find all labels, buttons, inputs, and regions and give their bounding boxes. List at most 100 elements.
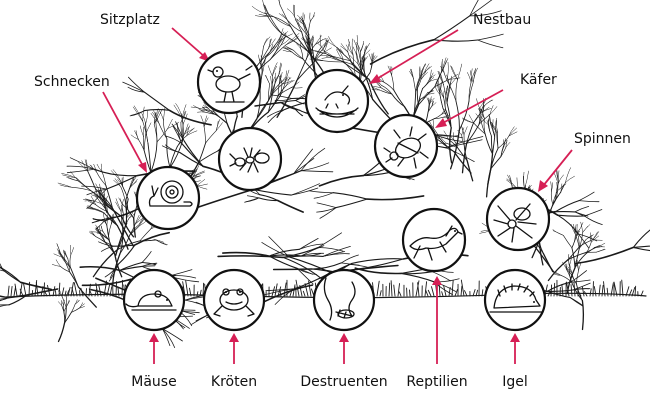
- grass-blade: [74, 283, 77, 296]
- branch: [245, 198, 259, 202]
- branch: [478, 40, 503, 48]
- circle-kroeten: [204, 270, 264, 330]
- label-sitzplatz: Sitzplatz: [100, 12, 160, 28]
- grass-blade: [394, 285, 395, 296]
- branch: [341, 255, 358, 263]
- branch: [447, 62, 448, 80]
- arrow-sitzplatz: [172, 28, 210, 62]
- branch: [558, 171, 559, 183]
- circle-kaefer: [375, 115, 437, 177]
- branch: [71, 247, 74, 255]
- branch: [151, 142, 157, 172]
- branch: [123, 177, 124, 186]
- branch: [336, 199, 367, 208]
- branch: [320, 176, 364, 186]
- circle-nestbau: [306, 70, 368, 132]
- branch: [493, 137, 495, 154]
- grass-blade: [607, 288, 608, 296]
- branch: [123, 82, 145, 92]
- branch: [458, 64, 462, 80]
- grass-blade: [24, 284, 26, 296]
- branch: [348, 52, 353, 65]
- branch: [274, 269, 312, 270]
- branch: [56, 260, 60, 267]
- branch: [501, 146, 504, 157]
- branch: [191, 107, 201, 109]
- branch: [67, 301, 70, 306]
- branch: [422, 64, 426, 71]
- branch: [268, 66, 272, 77]
- circle-maeuse: [124, 270, 184, 330]
- branch: [184, 141, 203, 166]
- branch: [413, 78, 415, 91]
- branch: [543, 254, 552, 272]
- branch: [144, 134, 146, 150]
- circle-sitzplatz: [198, 51, 260, 113]
- branch: [328, 36, 336, 47]
- grass-blade: [398, 284, 400, 296]
- branch: [297, 62, 314, 80]
- label-kaefer: Käfer: [520, 72, 557, 88]
- branch: [280, 5, 291, 27]
- grass-blade: [554, 283, 555, 296]
- branch: [278, 201, 304, 213]
- branch: [282, 14, 289, 21]
- branch: [59, 323, 65, 342]
- branch: [156, 240, 168, 245]
- grass-blade: [399, 292, 401, 296]
- circle-reptilien: [403, 209, 465, 271]
- branch: [333, 193, 367, 199]
- branch: [142, 251, 151, 262]
- branch: [135, 233, 169, 245]
- grass-blade: [11, 286, 12, 296]
- branch: [434, 16, 470, 40]
- branch: [168, 119, 173, 128]
- branch: [143, 107, 145, 121]
- branch: [371, 40, 434, 64]
- circle-igel: [485, 270, 545, 330]
- branch: [142, 266, 155, 267]
- branch: [296, 101, 305, 105]
- branch: [392, 94, 404, 106]
- branch: [279, 14, 289, 22]
- branch: [182, 144, 203, 167]
- branch: [201, 116, 204, 127]
- branch: [579, 192, 594, 201]
- branch: [281, 101, 296, 103]
- grass-blade: [425, 282, 427, 296]
- grass-blade: [53, 287, 55, 296]
- branch: [62, 297, 66, 308]
- branch: [265, 5, 270, 17]
- label-destruenten: Destruenten: [300, 374, 387, 390]
- grass-blade: [465, 291, 467, 296]
- branch: [116, 202, 122, 212]
- branch: [247, 196, 258, 198]
- branch: [134, 206, 137, 218]
- grass-blade: [449, 288, 450, 296]
- branch: [583, 225, 590, 233]
- branch: [264, 37, 270, 46]
- branch: [145, 92, 170, 110]
- branch: [291, 27, 309, 52]
- branch: [309, 191, 333, 193]
- branch: [633, 221, 650, 248]
- branch: [310, 13, 311, 22]
- branch: [318, 233, 342, 248]
- branch: [299, 238, 318, 249]
- branch: [317, 203, 336, 208]
- grass-blade: [602, 285, 603, 296]
- branch: [558, 175, 564, 184]
- branch: [170, 141, 183, 168]
- branch: [579, 201, 599, 202]
- branch: [204, 127, 206, 143]
- grass-blade: [594, 287, 596, 296]
- branch: [70, 245, 71, 255]
- label-igel: Igel: [502, 374, 528, 390]
- grass-blade: [571, 285, 572, 296]
- branch: [551, 182, 552, 192]
- branch: [420, 68, 421, 77]
- branch: [268, 109, 285, 122]
- branch: [301, 163, 329, 171]
- grass-blade: [186, 281, 188, 296]
